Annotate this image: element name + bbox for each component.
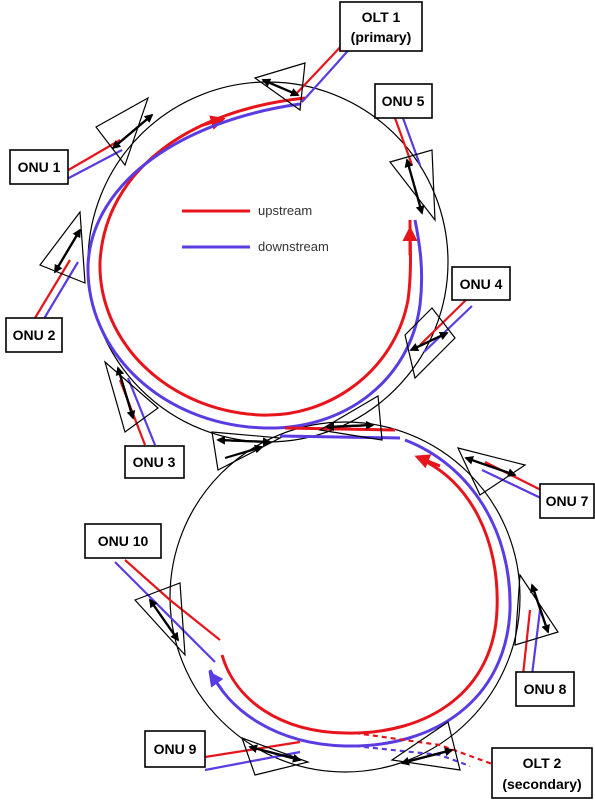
- onu5-feeder-blue: [401, 117, 422, 166]
- onu3-feeder-blue: [126, 377, 157, 446]
- olt1-node: OLT 1 (primary): [339, 1, 423, 52]
- onu10-node: ONU 10: [84, 523, 162, 559]
- lower-downstream-path: [208, 438, 512, 748]
- onu10-feeder-blue: [114, 561, 216, 663]
- onu4-node: ONU 4: [451, 266, 511, 301]
- onu7-feeder-red: [484, 461, 546, 493]
- olt1-sublabel: (primary): [351, 29, 412, 45]
- onu1-feeder-blue: [64, 149, 123, 181]
- onu4-label: ONU 4: [460, 276, 503, 292]
- splitter-onu9: [241, 737, 311, 776]
- olt1-feeder-blue: [301, 45, 353, 103]
- splitter-olt1: [253, 62, 306, 112]
- onu7-label: ONU 7: [546, 493, 589, 509]
- upper-upstream-arrow: [199, 115, 226, 130]
- onu1-feeder-red: [64, 139, 121, 173]
- onu3-node: ONU 3: [124, 445, 185, 479]
- splitter-onu7: [456, 447, 527, 496]
- splitter-olt2: [390, 721, 461, 771]
- splitter-onu8: [514, 573, 559, 646]
- upper-downstream-path: [86, 102, 424, 430]
- upper-ring: [87, 81, 449, 443]
- olt2-feeder-red: [354, 731, 496, 767]
- olt2-label: OLT 2: [523, 755, 562, 771]
- olt2-feeder-blue: [354, 744, 471, 768]
- legend-upstream-label: upstream: [258, 203, 312, 218]
- onu2-feeder-red: [34, 259, 71, 319]
- onu9-node: ONU 9: [144, 730, 206, 768]
- onu7-feeder-blue: [481, 469, 546, 501]
- onu8-feeder-blue: [530, 609, 542, 676]
- lower-upstream-arrow: [414, 454, 441, 469]
- onu3-label: ONU 3: [133, 454, 176, 470]
- splitter-onu2: [39, 210, 86, 284]
- lower-downstream-arrow: [208, 671, 224, 691]
- onu2-label: ONU 2: [13, 327, 56, 343]
- onu10-label: ONU 10: [98, 533, 149, 549]
- onu4-feeder-red: [419, 297, 469, 346]
- splitter-onu3: [103, 360, 159, 433]
- onu1-node: ONU 1: [9, 149, 69, 185]
- onu7-node: ONU 7: [539, 483, 595, 519]
- legend-downstream-label: downstream: [258, 239, 329, 254]
- inter-ring-upstream: [284, 426, 396, 432]
- inter-ring-downstream: [279, 434, 401, 440]
- onu2-node: ONU 2: [5, 317, 63, 353]
- splitter-onu10: [133, 582, 186, 657]
- splitter-onu1: [95, 96, 154, 167]
- lower-ring: [169, 421, 521, 773]
- upper-upstream-path: [98, 96, 412, 417]
- splitter-onu4: [404, 307, 456, 380]
- lower-upstream-path: [220, 456, 499, 735]
- olt2-sublabel: (secondary): [502, 776, 581, 792]
- onu5-label: ONU 5: [382, 93, 425, 109]
- onu1-label: ONU 1: [18, 159, 61, 175]
- olt1-label: OLT 1: [362, 9, 401, 25]
- onu5-node: ONU 5: [374, 83, 433, 119]
- splitter-bridge-left: [211, 431, 283, 471]
- legend: upstream downstream: [182, 203, 329, 254]
- onu5-feeder-red: [393, 117, 414, 166]
- olt2-node: OLT 2 (secondary): [491, 747, 593, 799]
- onu8-feeder-red: [521, 609, 532, 676]
- onu8-label: ONU 8: [524, 681, 567, 697]
- onu2-feeder-blue: [41, 261, 79, 323]
- onu9-label: ONU 9: [154, 741, 197, 757]
- onu8-node: ONU 8: [515, 671, 575, 707]
- onu10-feeder-red: [124, 559, 221, 641]
- splitter-onu5: [388, 149, 436, 222]
- splitter-bridge-right: [318, 395, 383, 441]
